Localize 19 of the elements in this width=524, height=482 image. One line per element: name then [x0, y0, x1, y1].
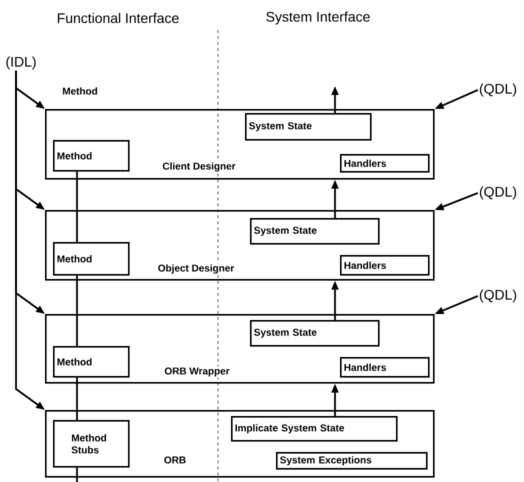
method-label: Method: [61, 86, 99, 96]
component-box: Method: [53, 346, 130, 378]
component-box: System State: [250, 218, 380, 245]
language-label: (QDL): [480, 84, 516, 96]
component-box: Method: [53, 242, 130, 276]
component-box: Handlers: [340, 154, 430, 173]
component-box: System State: [245, 113, 372, 141]
column-heading: System Interface: [264, 10, 372, 26]
component-box: Handlers: [340, 255, 430, 276]
component-box: Implicate System State: [231, 416, 398, 442]
component-box: System State: [250, 320, 380, 347]
component-box: Handlers: [340, 357, 430, 378]
language-label: (QDL): [480, 290, 516, 302]
component-box: System Exceptions: [276, 452, 428, 470]
language-label: (IDL): [6, 56, 36, 70]
component-box: Method: [53, 140, 130, 172]
language-label: (QDL): [480, 186, 516, 200]
column-heading: Functional Interface: [56, 12, 180, 24]
component-box: Method Stubs: [53, 420, 130, 468]
